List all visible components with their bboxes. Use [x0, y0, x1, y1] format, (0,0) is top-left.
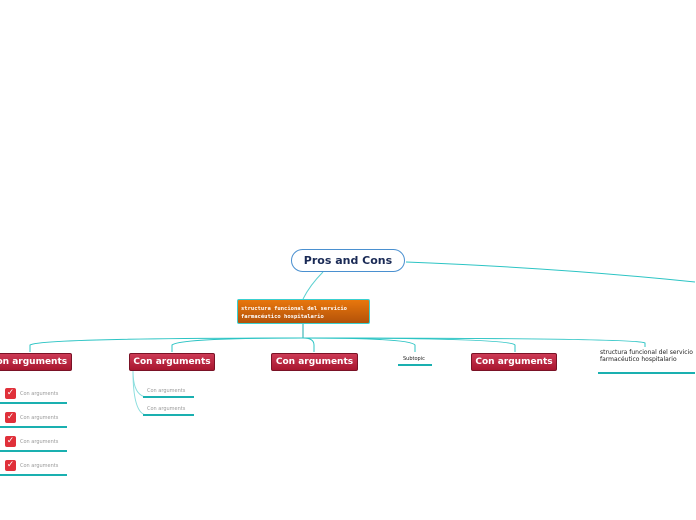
underline: [398, 364, 432, 366]
checkbox-checked-icon[interactable]: ✓: [5, 460, 16, 471]
underline: [598, 372, 695, 374]
checkbox-checked-icon[interactable]: ✓: [5, 412, 16, 423]
underline: [0, 450, 67, 452]
root-topic[interactable]: Pros and Cons: [291, 249, 405, 272]
branch-connector: [302, 337, 516, 352]
leaf-item[interactable]: Con arguments: [20, 415, 59, 421]
subtopic-node[interactable]: structura funcional del servicio farmacé…: [600, 349, 693, 363]
leaf-item[interactable]: Con arguments: [147, 406, 186, 412]
leaf-item[interactable]: Con arguments: [20, 439, 59, 445]
con-arguments-node[interactable]: Con arguments: [0, 353, 72, 371]
root-to-main-connector: [302, 271, 324, 300]
branch-connector: [29, 337, 304, 352]
underline: [143, 414, 194, 416]
sub-connector: [132, 370, 147, 398]
branch-connector: [302, 337, 315, 352]
sub-connector: [132, 370, 147, 416]
main-topic[interactable]: structura funcional del servicio farmacé…: [237, 299, 370, 324]
branch-connector: [302, 337, 416, 352]
con-arguments-node[interactable]: Con arguments: [271, 353, 358, 371]
branch-connector: [302, 337, 646, 347]
con-arguments-node[interactable]: Con arguments: [471, 353, 557, 371]
underline: [0, 402, 67, 404]
subtopic-node[interactable]: Subtopic: [403, 356, 425, 362]
underline: [0, 474, 67, 476]
underline: [143, 396, 194, 398]
con-arguments-node[interactable]: Con arguments: [129, 353, 215, 371]
leaf-item[interactable]: Con arguments: [20, 463, 59, 469]
root-to-right-connector: [405, 261, 696, 283]
leaf-item[interactable]: Con arguments: [20, 391, 59, 397]
leaf-item[interactable]: Con arguments: [147, 388, 186, 394]
checkbox-checked-icon[interactable]: ✓: [5, 436, 16, 447]
branch-connector: [171, 337, 304, 352]
checkbox-checked-icon[interactable]: ✓: [5, 388, 16, 399]
underline: [0, 426, 67, 428]
